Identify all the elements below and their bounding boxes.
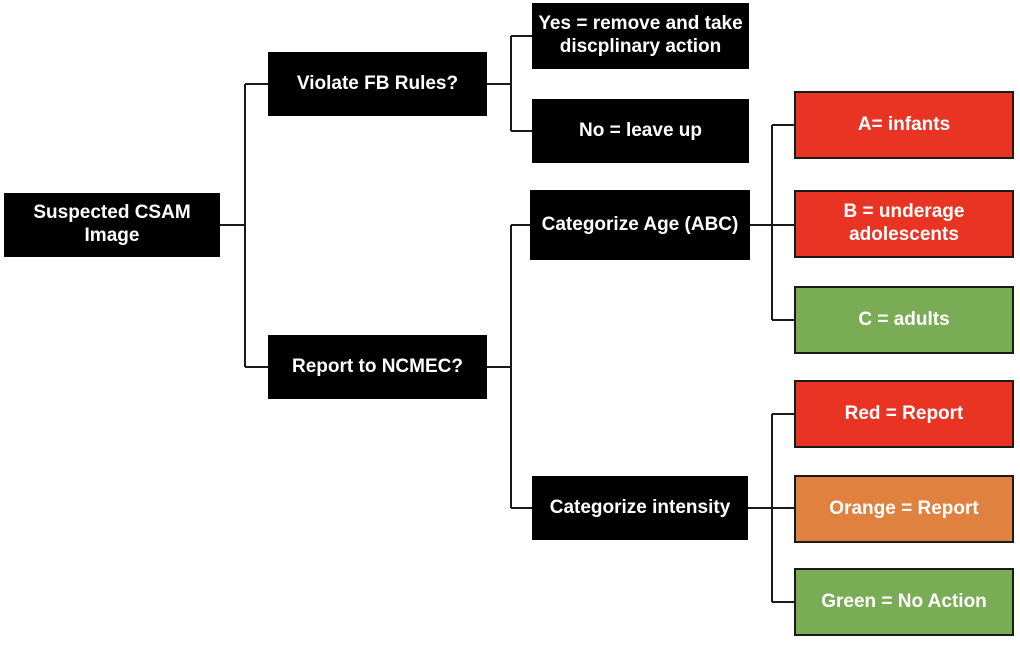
node-report-to-ncmec: Report to NCMEC?: [268, 335, 487, 399]
node-label: A= infants: [857, 113, 951, 135]
node-label: Categorize intensity: [549, 496, 731, 518]
node-age-b-underage: B = underage adolescents: [794, 190, 1014, 258]
node-violate-fb-rules: Violate FB Rules?: [268, 52, 487, 116]
node-yes-remove: Yes = remove and take discplinary action: [532, 3, 749, 69]
node-label: Categorize Age (ABC): [541, 213, 739, 235]
node-label: B = underage adolescents: [843, 201, 965, 245]
node-intensity-red: Red = Report: [794, 380, 1014, 448]
node-age-a-infants: A= infants: [794, 91, 1014, 159]
node-label: C = adults: [858, 308, 950, 330]
node-label: Violate FB Rules?: [296, 72, 459, 94]
node-suspected-csam-image: Suspected CSAM Image: [4, 193, 220, 257]
node-intensity-orange: Orange = Report: [794, 475, 1014, 543]
node-categorize-age: Categorize Age (ABC): [530, 190, 750, 260]
node-label: Red = Report: [844, 402, 964, 424]
node-categorize-intensity: Categorize intensity: [532, 476, 748, 540]
node-intensity-green: Green = No Action: [794, 568, 1014, 636]
node-label: Orange = Report: [829, 497, 979, 519]
node-label: Report to NCMEC?: [292, 355, 463, 377]
node-label: No = leave up: [578, 119, 703, 141]
node-label: Green = No Action: [821, 590, 987, 612]
node-age-c-adults: C = adults: [794, 286, 1014, 354]
node-no-leave-up: No = leave up: [532, 99, 749, 163]
node-label: Suspected CSAM Image: [33, 202, 191, 246]
node-label: Yes = remove and take discplinary action: [538, 13, 743, 57]
